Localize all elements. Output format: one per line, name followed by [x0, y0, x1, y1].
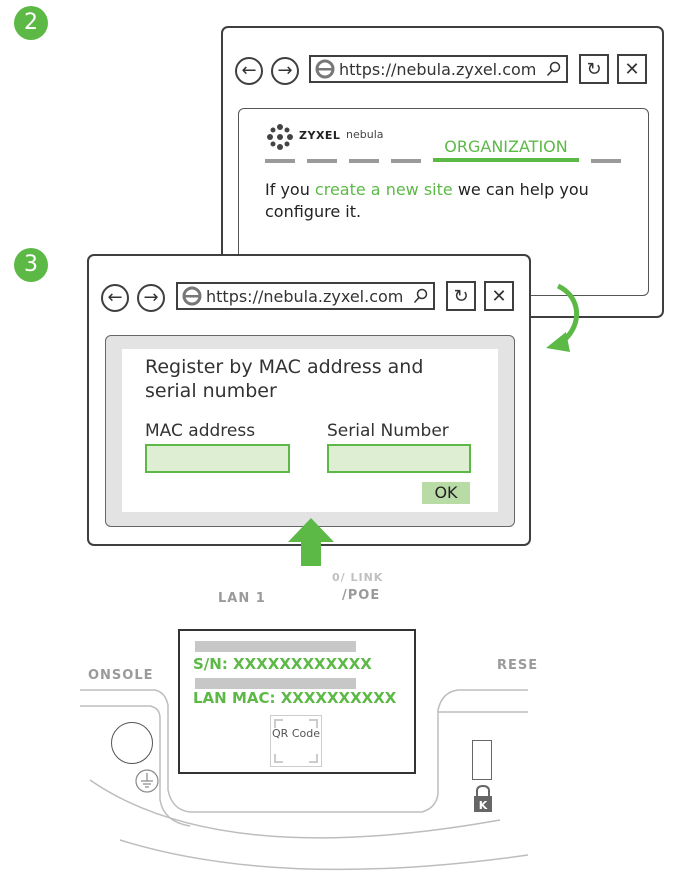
ground-icon: [134, 768, 160, 794]
browser-window-register: ← → https://nebula.zyxel.com ↻ ✕ Registe…: [87, 254, 531, 546]
qr-code-text: QR Code: [272, 727, 320, 740]
step-2-badge: 2: [14, 6, 48, 40]
label-placeholder-bar: [195, 641, 356, 652]
console-port: [111, 722, 153, 764]
url-text: https://nebula.zyxel.com: [206, 286, 404, 306]
tab-organization-label: ORGANIZATION: [444, 137, 568, 156]
zyxel-nebula-logo: [265, 122, 295, 152]
brand-name: ZYXEL: [299, 129, 341, 142]
url-text: https://nebula.zyxel.com: [339, 59, 537, 79]
serial-number-text: S/N: XXXXXXXXXXXX: [193, 655, 372, 673]
lan1-label: LAN 1: [218, 591, 266, 606]
refresh-icon[interactable]: ↻: [579, 54, 609, 84]
search-icon[interactable]: [546, 61, 562, 77]
reset-label: RESE: [497, 658, 539, 673]
label-placeholder-bar: [195, 678, 356, 689]
close-icon[interactable]: ✕: [484, 281, 514, 311]
search-icon[interactable]: [413, 288, 429, 304]
browser-logo-icon: [315, 59, 335, 79]
mac-address-label: MAC address: [145, 421, 256, 441]
curved-arrow-icon: [540, 282, 590, 354]
serial-number-label: Serial Number: [327, 421, 449, 441]
reset-slot: [472, 740, 492, 780]
close-icon[interactable]: ✕: [617, 54, 647, 84]
device-label-sticker: S/N: XXXXXXXXXXXX LAN MAC: XXXXXXXXXX QR…: [178, 629, 416, 774]
register-heading: Register by MAC address and serial numbe…: [145, 356, 424, 402]
register-panel: Register by MAC address and serial numbe…: [122, 349, 498, 512]
progress-step: [591, 159, 621, 163]
lan-mac-text: LAN MAC: XXXXXXXXXX: [193, 689, 397, 707]
message-text: If you: [265, 180, 315, 199]
address-bar[interactable]: https://nebula.zyxel.com: [176, 282, 435, 310]
progress-step: [391, 159, 421, 163]
poe-label: /POE: [342, 588, 381, 603]
console-label: ONSOLE: [88, 668, 154, 683]
message-text-end: we can help you configure it.: [265, 180, 589, 221]
browser-window-organization: ← → https://nebula.zyxel.com ↻ ✕ ZYXEL: [221, 26, 664, 318]
back-arrow-icon[interactable]: ←: [235, 57, 263, 85]
register-panel-outer: Register by MAC address and serial numbe…: [105, 335, 515, 527]
progress-step: [265, 159, 295, 163]
ok-button[interactable]: OK: [422, 482, 470, 504]
lock-icon: K: [472, 784, 494, 814]
mac-address-field[interactable]: [145, 444, 290, 473]
forward-arrow-icon[interactable]: →: [137, 284, 165, 312]
refresh-icon[interactable]: ↻: [446, 281, 476, 311]
tab-organization[interactable]: ORGANIZATION: [433, 137, 579, 163]
create-site-message: If you create a new site we can help you…: [265, 179, 637, 223]
browser-logo-icon: [182, 286, 202, 306]
step-3-badge: 3: [14, 248, 48, 282]
brand-sub: nebula: [346, 128, 384, 141]
progress-step: [349, 159, 379, 163]
back-arrow-icon[interactable]: ←: [101, 284, 129, 312]
progress-step: [307, 159, 337, 163]
poe-link-label: 0/ LINK: [332, 571, 384, 584]
forward-arrow-icon[interactable]: →: [271, 57, 299, 85]
address-bar[interactable]: https://nebula.zyxel.com: [309, 55, 568, 83]
active-tab-indicator: [433, 158, 579, 162]
svg-text:K: K: [479, 799, 488, 812]
up-arrow-icon: [288, 518, 334, 566]
create-site-link[interactable]: create a new site: [314, 180, 453, 199]
qr-code-icon: QR Code: [270, 715, 322, 767]
serial-number-field[interactable]: [327, 444, 471, 473]
device-body-outline: [80, 600, 540, 872]
